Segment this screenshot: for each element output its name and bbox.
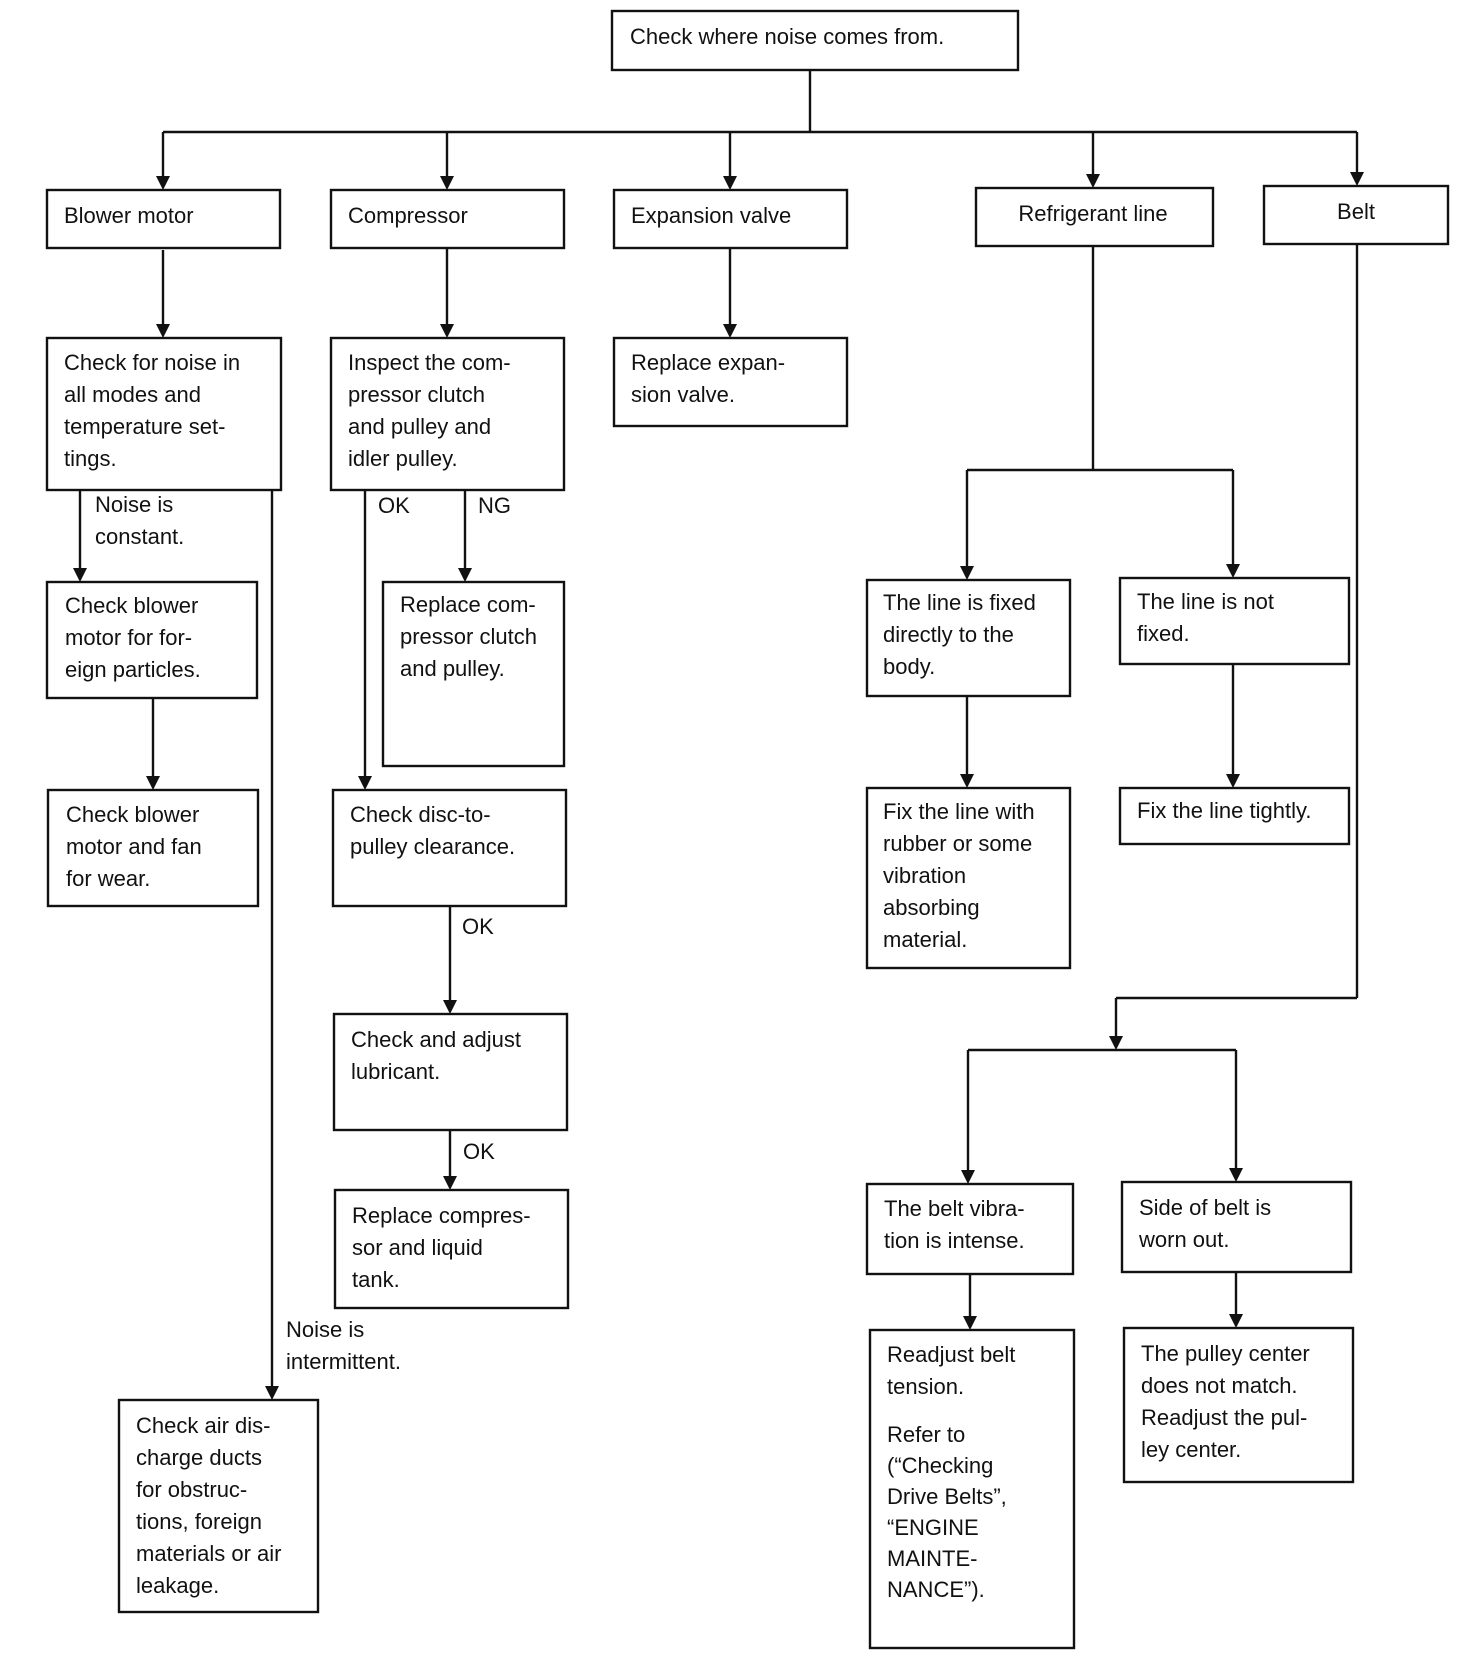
- svg-text:Expansion valve: Expansion valve: [631, 203, 791, 228]
- svg-text:Blower motor: Blower motor: [64, 203, 194, 228]
- svg-text:Check blower motor for f: Check blower motor for for- eign particl…: [65, 593, 204, 682]
- belt-worn-box: Side of belt is worn out.: [1120, 1180, 1353, 1274]
- svg-text:The belt vibra- tion is: The belt vibra- tion is intense.: [884, 1196, 1031, 1253]
- check-motor-fan-wear-box: Check blower motor and fan for wear.: [46, 788, 260, 908]
- noise-constant-label: Noise is constant.: [95, 492, 184, 549]
- svg-text:The line is fixed direct: The line is fixed directly to the body.: [883, 590, 1042, 679]
- fix-tightly-box: Fix the line tightly.: [1118, 786, 1351, 846]
- svg-text:Inspect the com- pressor: Inspect the com- pressor clutch and pull…: [348, 350, 517, 471]
- svg-text:Check air dis- charge du: Check air dis- charge ducts for obstruc-…: [136, 1413, 288, 1598]
- svg-text:Replace compres- sor and: Replace compres- sor and liquid tank.: [352, 1203, 537, 1292]
- svg-text:Noise is intermittent.: Noise is intermittent.: [286, 1317, 401, 1374]
- svg-text:Side of belt is worn out: Side of belt is worn out.: [1138, 1195, 1277, 1252]
- line-not-fixed-box: The line is not fixed.: [1118, 576, 1351, 666]
- inspect-clutch-box: Inspect the com- pressor clutch and pull…: [329, 336, 566, 492]
- svg-text:Check and adjust lubrica: Check and adjust lubricant.: [351, 1027, 527, 1084]
- svg-text:Check disc-to- pulley cl: Check disc-to- pulley clearance.: [350, 802, 515, 859]
- svg-text:Replace com- pressor clu: Replace com- pressor clutch and pulley.: [400, 592, 543, 681]
- connectors: [78, 70, 1359, 1386]
- expansion-valve-box: Expansion valve: [612, 188, 849, 250]
- check-lubricant-box: Check and adjust lubricant.: [332, 1012, 569, 1132]
- arrowheads: [73, 172, 1364, 1400]
- replace-clutch-box: Replace com- pressor clutch and pulley.: [381, 580, 566, 768]
- start-box: Check where noise comes from.: [610, 9, 1020, 72]
- check-noise-modes-box: Check for noise in all modes and tempera…: [45, 336, 283, 492]
- belt-box: Belt: [1262, 184, 1450, 246]
- svg-text:The line is not fixed.: The line is not fixed.: [1137, 589, 1280, 646]
- svg-text:Fix the line tightly.: Fix the line tightly.: [1137, 798, 1311, 823]
- svg-text:OK: OK: [378, 493, 410, 518]
- compressor-box: Compressor: [329, 188, 566, 250]
- check-foreign-particles-box: Check blower motor for for- eign particl…: [45, 580, 259, 700]
- replace-compressor-box: Replace compres- sor and liquid tank.: [333, 1188, 570, 1310]
- svg-text:Fix the line with rubber: Fix the line with rubber or some vibrati…: [883, 799, 1041, 952]
- belt-vibration-box: The belt vibra- tion is intense.: [865, 1182, 1075, 1276]
- svg-text:NG: NG: [478, 493, 511, 518]
- svg-text:Belt: Belt: [1337, 199, 1375, 224]
- check-disc-clearance-box: Check disc-to- pulley clearance.: [331, 788, 568, 908]
- svg-text:Noise is constant.: Noise is constant.: [95, 492, 184, 549]
- ng-label: NG: [478, 493, 511, 518]
- svg-text:Check blower motor and f: Check blower motor and fan for wear.: [66, 802, 208, 891]
- readjust-belt-tension-box: Readjust belt tension. Refer to (“Checki…: [868, 1328, 1076, 1650]
- noise-intermittent-label: Noise is intermittent.: [286, 1317, 401, 1374]
- svg-text:Compressor: Compressor: [348, 203, 468, 228]
- svg-text:The pulley center does n: The pulley center does not match. Readju…: [1141, 1341, 1316, 1462]
- replace-expansion-valve-box: Replace expan- sion valve.: [612, 336, 849, 428]
- svg-text:OK: OK: [463, 1139, 495, 1164]
- line-fixed-box: The line is fixed directly to the body.: [865, 578, 1072, 698]
- svg-text:Check for noise in all m: Check for noise in all modes and tempera…: [64, 350, 246, 471]
- ok-label-1: OK: [378, 493, 410, 518]
- ok-label-2: OK: [462, 914, 494, 939]
- svg-text:OK: OK: [462, 914, 494, 939]
- svg-text:Refrigerant line: Refrigerant line: [1018, 201, 1167, 226]
- svg-text:Refer to (“Checking: Refer to (“Checking Drive Belts”, “ENGIN…: [887, 1422, 1013, 1602]
- svg-text:Check where noise comes from.: Check where noise comes from.: [630, 24, 944, 49]
- blower-motor-box: Blower motor: [45, 188, 282, 250]
- pulley-center-box: The pulley center does not match. Readju…: [1122, 1326, 1355, 1484]
- svg-text:Readjust belt tension.: Readjust belt tension.: [887, 1342, 1022, 1399]
- fix-rubber-box: Fix the line with rubber or some vibrati…: [865, 786, 1072, 970]
- check-air-ducts-box: Check air dis- charge ducts for obstruc-…: [117, 1398, 320, 1614]
- svg-text:Replace expan- sion valv: Replace expan- sion valve.: [631, 350, 791, 407]
- ok-label-3: OK: [463, 1139, 495, 1164]
- refrigerant-line-box: Refrigerant line: [974, 186, 1215, 248]
